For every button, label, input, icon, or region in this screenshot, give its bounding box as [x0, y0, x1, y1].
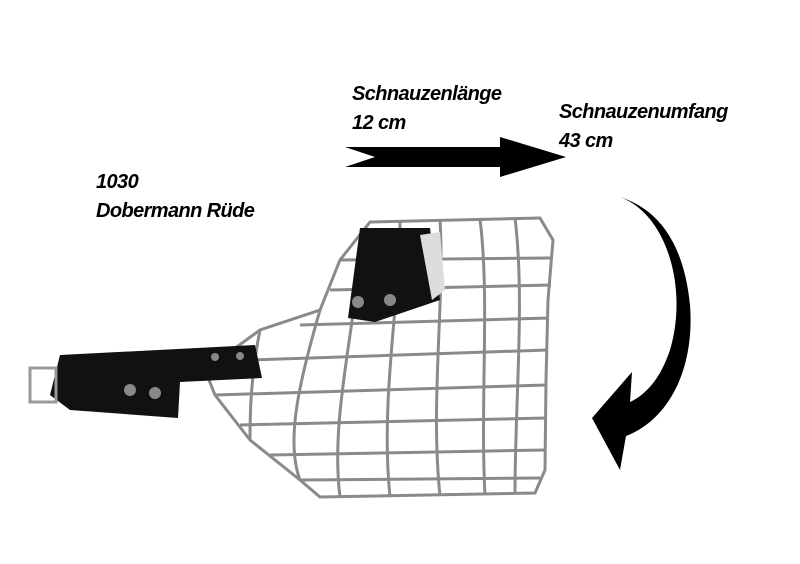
circumference-curved-arrow-icon [592, 197, 691, 470]
product-label-group: 1030 Dobermann Rüde [96, 168, 255, 226]
circumference-value: 43 cm [559, 130, 613, 152]
circumference-label: Schnauzenumfang [559, 101, 728, 123]
muzzle-straps [28, 228, 445, 418]
product-name: Dobermann Rüde [96, 200, 255, 222]
product-code: 1030 [96, 171, 139, 193]
length-label: Schnauzenlänge [352, 83, 502, 105]
length-arrow-icon [345, 137, 566, 177]
length-label-group: Schnauzenlänge 12 cm [352, 80, 502, 138]
length-value: 12 cm [352, 112, 406, 134]
circumference-label-group: Schnauzenumfang 43 cm [559, 98, 728, 156]
